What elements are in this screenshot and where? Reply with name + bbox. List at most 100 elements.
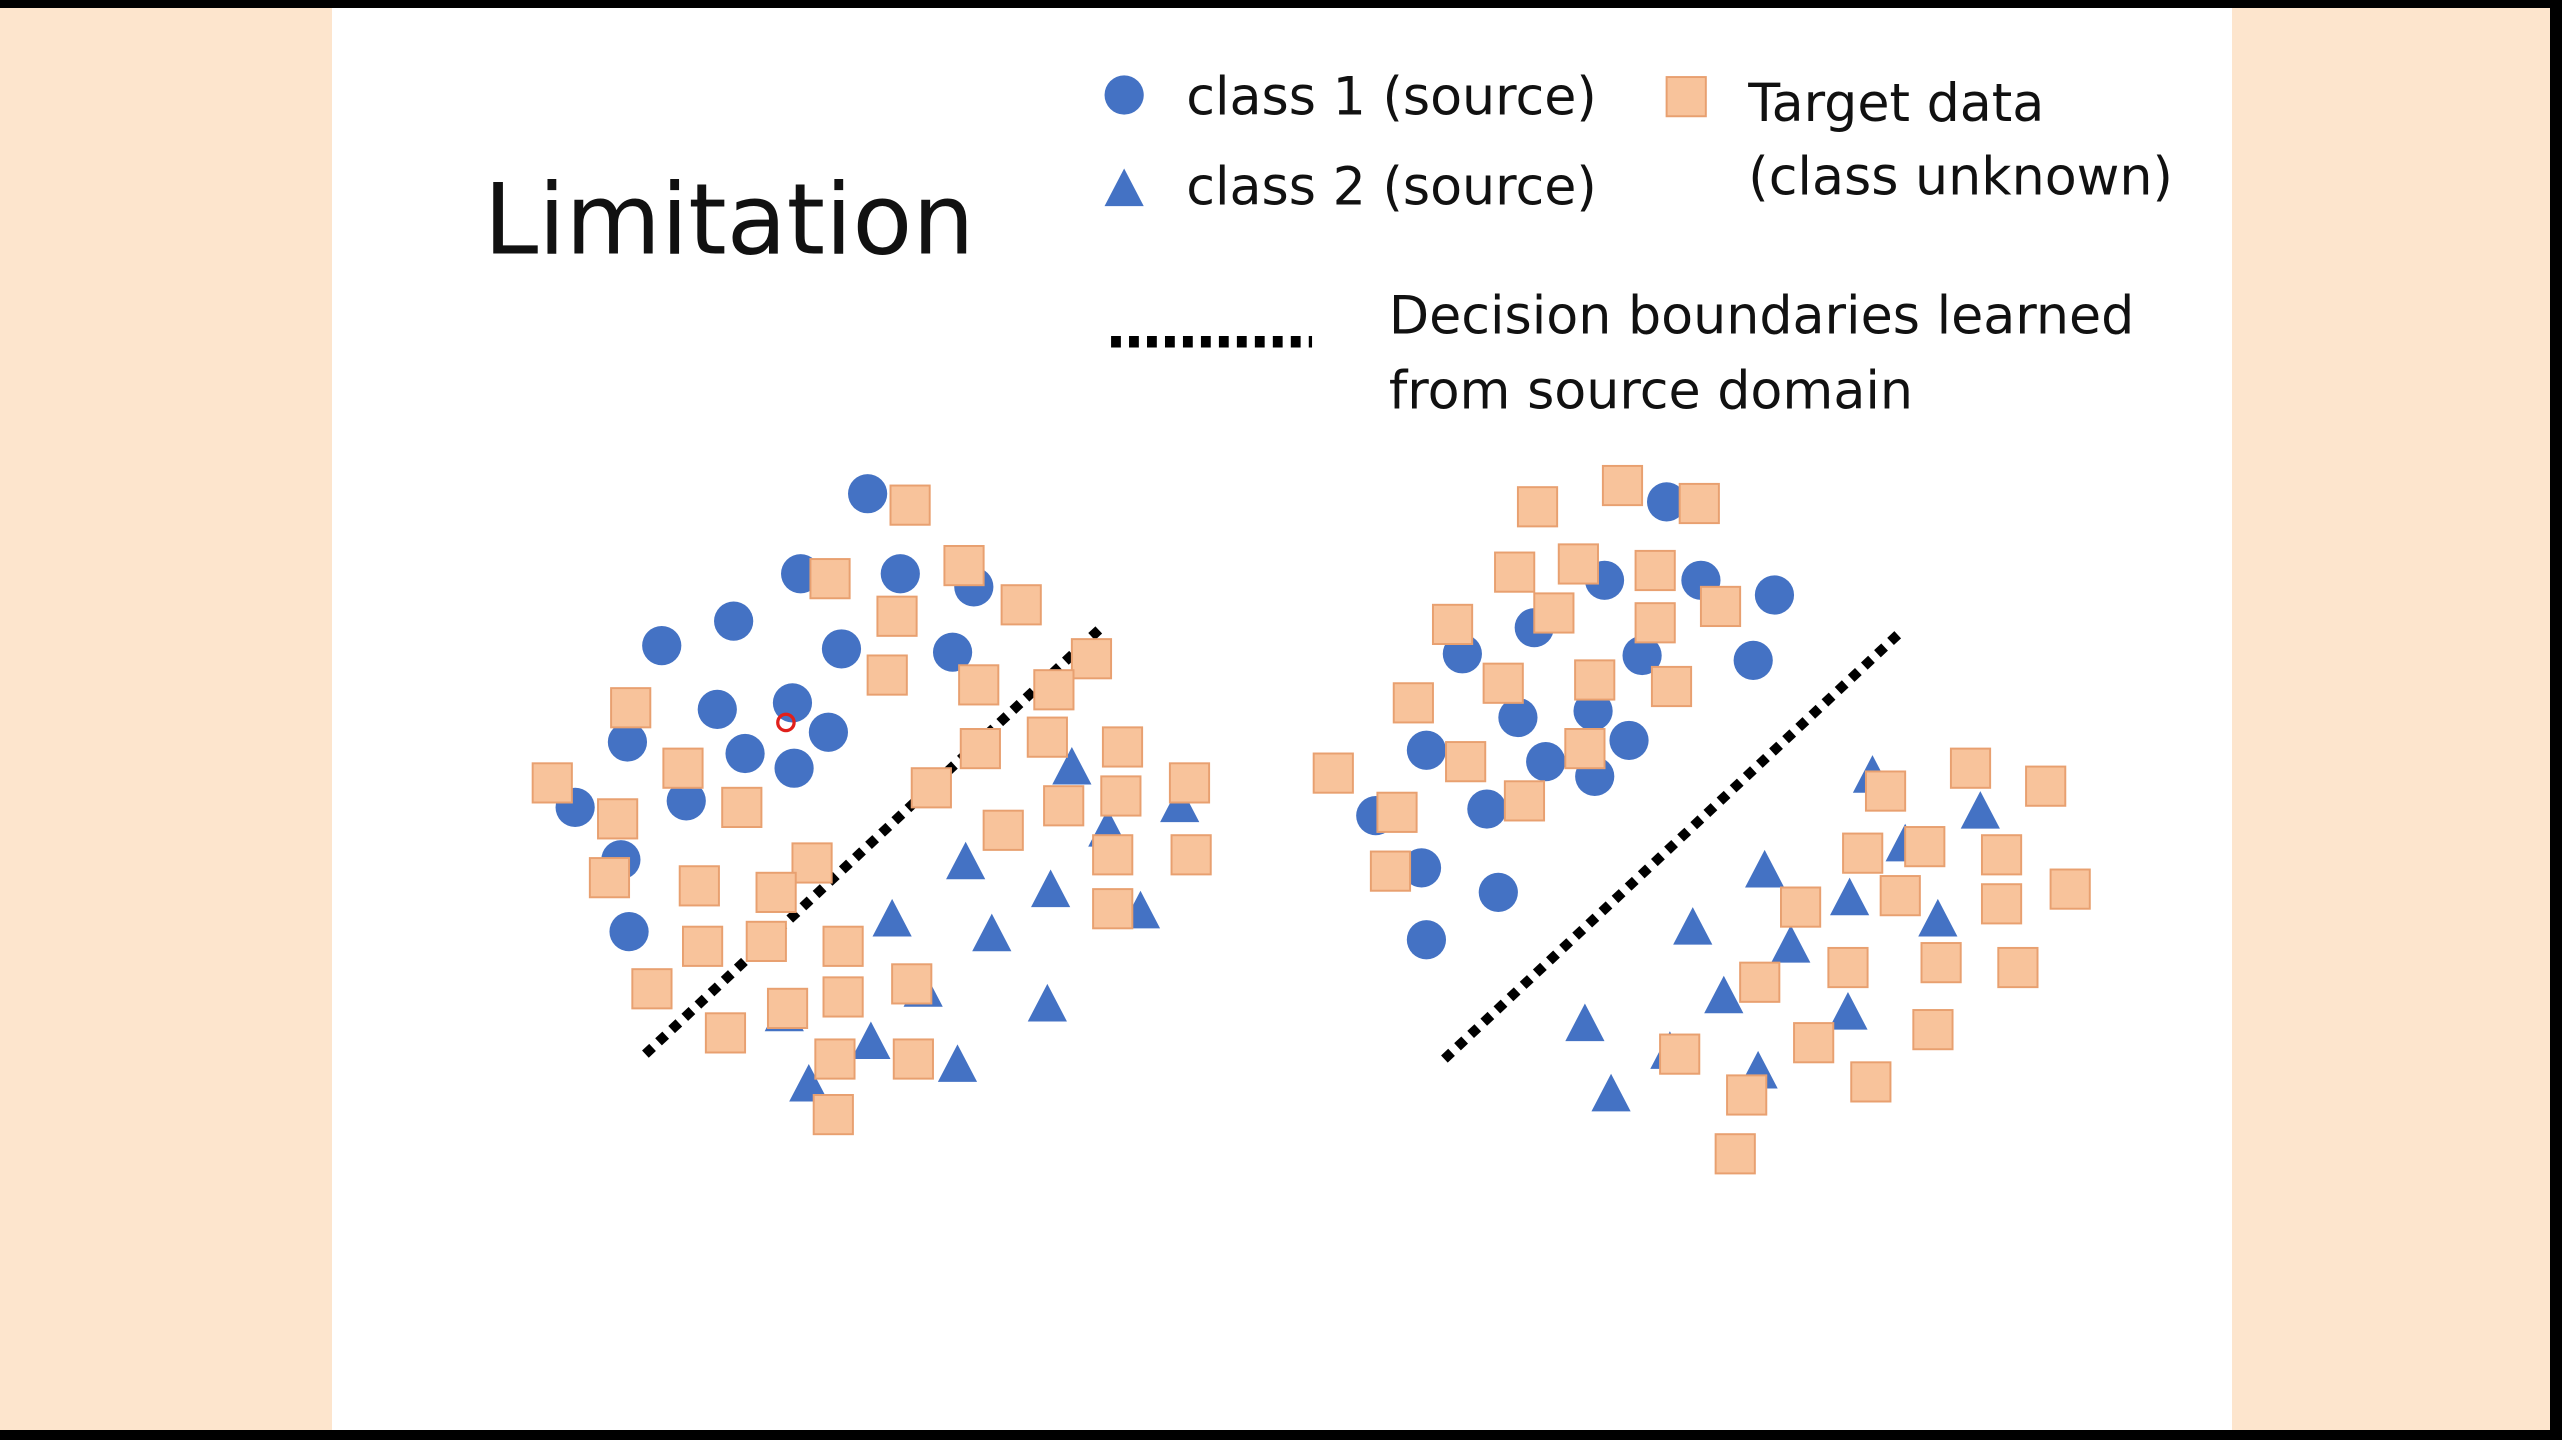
right-target-point: [1780, 886, 1822, 928]
left-target-point: [1070, 638, 1113, 680]
right-class2-point: [1704, 975, 1744, 1014]
left-class2-point: [972, 913, 1012, 952]
right-target-point: [1850, 1061, 1892, 1103]
right-class1-point: [1573, 691, 1613, 731]
left-target-point: [876, 595, 918, 637]
right-class1-point: [1733, 640, 1773, 680]
left-target-point: [809, 558, 851, 600]
right-class2-point: [1565, 1003, 1605, 1042]
right-target-point: [1533, 592, 1575, 634]
right-target-point: [1574, 659, 1616, 701]
legend: class 1 (source) class 2 (source) Target…: [1104, 67, 2173, 422]
left-class2-point: [937, 1044, 978, 1082]
left-target-point: [1168, 762, 1211, 804]
left-class1-point: [607, 722, 648, 762]
left-target-point: [822, 925, 864, 967]
right-target-point: [1445, 741, 1487, 783]
right-class2-point: [1771, 925, 1811, 963]
left-target-point: [610, 687, 652, 729]
left-class1-point: [808, 712, 849, 752]
left-target-point: [682, 925, 724, 967]
right-target-point: [1842, 832, 1884, 874]
left-decision-boundary: [642, 622, 1107, 1058]
left-target-point: [531, 762, 573, 804]
left-target-point: [958, 664, 1000, 706]
right-target-point: [1557, 543, 1599, 585]
right-target-point: [2049, 868, 2091, 910]
left-target-point: [814, 1038, 856, 1080]
left-class2-point: [872, 898, 912, 937]
left-class2-point: [789, 1063, 829, 1102]
legend-target-label-1: Target data: [1747, 73, 2044, 134]
left-target-point: [597, 798, 639, 840]
right-target-point: [1659, 1033, 1701, 1075]
right-target-point: [1912, 1009, 1954, 1051]
right-target-point: [1714, 1133, 1756, 1175]
right-decision-boundary: [1441, 625, 1907, 1063]
left-target-point: [1092, 834, 1134, 876]
left-target-point: [822, 976, 864, 1018]
right-class1-point: [1498, 697, 1538, 738]
legend-class2-marker: [1104, 168, 1144, 207]
right-class1-point: [1609, 720, 1649, 761]
left-class1-point: [880, 554, 920, 594]
left-target-point: [1092, 888, 1134, 930]
left-target-point: [891, 963, 933, 1005]
left-target-point: [943, 545, 985, 587]
cursor-marker: [776, 712, 796, 733]
right-target-point: [1793, 1022, 1835, 1064]
right-class1-point: [1754, 575, 1795, 615]
right-scatter: [1312, 464, 2091, 1175]
left-target-point: [812, 1094, 854, 1136]
right-target-point: [1864, 770, 1907, 812]
right-target-point: [1503, 780, 1546, 822]
left-target-point: [1026, 716, 1068, 758]
left-class1-point: [697, 689, 737, 729]
left-target-point: [755, 871, 797, 913]
left-target-point: [704, 1012, 747, 1054]
right-target-point: [1634, 549, 1676, 592]
left-target-point: [1033, 669, 1075, 711]
left-target-point: [892, 1038, 934, 1080]
legend-boundary-label-1: Decision boundaries learned: [1389, 286, 2134, 347]
left-target-point: [1170, 834, 1212, 876]
left-class1-point: [774, 748, 814, 788]
right-target-point: [1949, 747, 1992, 789]
left-class1-point: [666, 781, 706, 821]
right-target-point: [1980, 883, 2023, 925]
left-target-point: [1043, 785, 1085, 827]
right-target-point: [1739, 961, 1781, 1003]
right-class2-point: [1745, 849, 1785, 888]
right-target-point: [1601, 464, 1644, 507]
left-class1-point: [932, 632, 973, 672]
left-scatter: [531, 474, 1212, 1136]
left-target-point: [982, 809, 1024, 851]
right-target-point: [1392, 682, 1434, 724]
left-class2-point: [1052, 746, 1092, 785]
right-target-point: [1827, 946, 1869, 989]
left-class1-point: [848, 474, 888, 514]
right-target-point: [1634, 602, 1676, 644]
left-class1-point: [772, 683, 813, 723]
bottom-border: [0, 1430, 2562, 1440]
right-target-point: [1482, 662, 1524, 704]
left-class1-point: [609, 911, 649, 952]
left-class1-point: [725, 733, 765, 774]
left-class2-point: [851, 1021, 891, 1060]
left-target-point: [678, 865, 720, 907]
slide-title: Limitation: [484, 164, 975, 278]
right-class1-point: [1647, 482, 1687, 522]
right-class2-point: [1960, 791, 2000, 829]
left-target-point: [721, 786, 763, 829]
legend-boundary-label-2: from source domain: [1389, 361, 1913, 422]
right-target-point: [1904, 826, 1946, 868]
right-class2-point: [1828, 992, 1868, 1030]
left-target-point: [745, 920, 787, 962]
right-target-point: [1516, 486, 1559, 528]
right-class1-point: [1478, 872, 1518, 912]
left-target-point: [889, 484, 931, 526]
legend-target-marker: [1665, 76, 1707, 118]
right-class2-point: [1591, 1073, 1631, 1112]
right-class1-point: [1622, 635, 1662, 676]
